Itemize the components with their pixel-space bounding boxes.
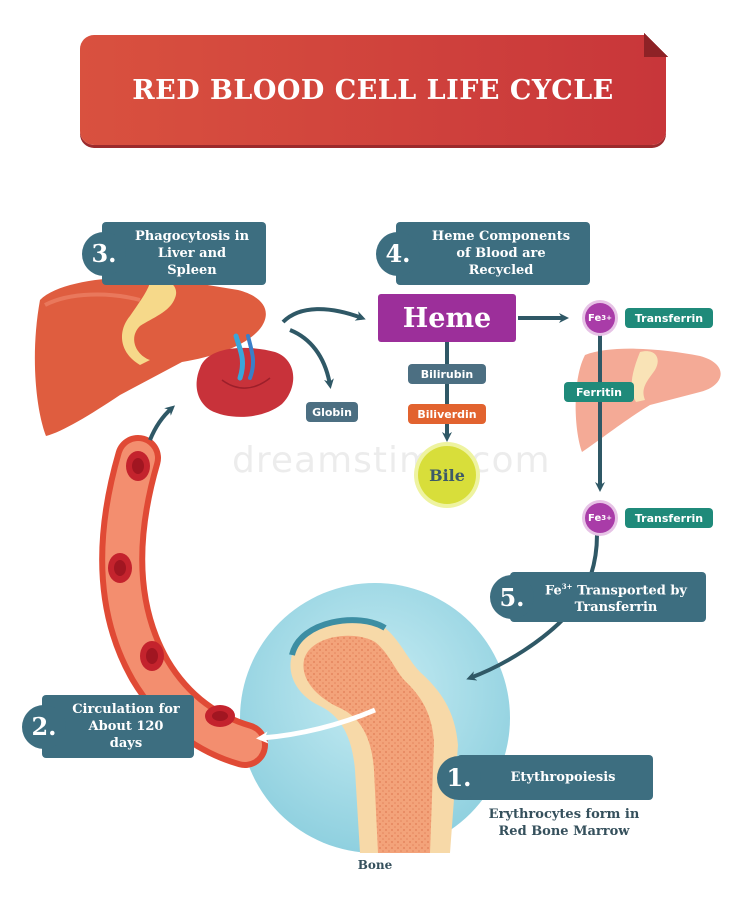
step-1: 1. Etythropoiesis (437, 755, 653, 800)
step-label-fe-charge: 3+ (561, 582, 573, 591)
step-number: 2. (22, 704, 66, 749)
bone-caption: Bone (357, 858, 393, 872)
step-3: 3. Phagocytosis in Liver and Spleen (82, 222, 266, 285)
red-blood-cell (108, 553, 132, 583)
biliverdin-tag: Biliverdin (408, 404, 486, 424)
arrow-vessel-to-spleen (148, 405, 176, 441)
arrow-bone-to-vessel (256, 707, 376, 744)
red-blood-cell (126, 451, 150, 481)
transferrin-tag-bottom: Transferrin (625, 508, 713, 528)
bone-illustration (240, 583, 510, 853)
erythrocytes-caption: Erythrocytes form in Red Bone Marrow (488, 807, 640, 839)
step-label: Fe3+ Transported by Transferrin (510, 572, 706, 623)
liver-illustration (34, 277, 266, 436)
bilirubin-tag: Bilirubin (408, 364, 486, 384)
step-number: 5. (490, 575, 534, 620)
step-label-rest: Transported by Transferrin (572, 583, 687, 616)
step-number: 4. (376, 231, 420, 276)
red-blood-cell (205, 705, 235, 727)
banner-fold (644, 33, 668, 57)
step-label-fe: Fe (545, 583, 562, 599)
transferrin-tag-top: Transferrin (625, 308, 713, 328)
bile-node: Bile (418, 446, 476, 504)
globin-tag: Globin (306, 402, 358, 422)
step-label: Heme Components of Blood are Recycled (396, 222, 590, 285)
step-number: 1. (437, 755, 481, 800)
blood-vessel-illustration (99, 435, 268, 768)
fe-symbol: Fe (588, 312, 602, 324)
arrow-liver-to-globin (289, 328, 334, 389)
arrow-liver-to-heme (281, 307, 366, 324)
ferritin-tag: Ferritin (564, 382, 634, 402)
red-blood-cell (140, 641, 164, 671)
fe-charge: 3+ (601, 514, 612, 522)
step-label: Etythropoiesis (457, 755, 653, 800)
small-liver-illustration (575, 348, 721, 452)
watermark: dreamstime.com (232, 440, 551, 481)
title-banner: RED BLOOD CELL LIFE CYCLE (80, 33, 668, 145)
step-number: 3. (82, 231, 126, 276)
step-2: 2. Circulation for About 120 days (22, 695, 194, 758)
step-5: 5. Fe3+ Transported by Transferrin (490, 572, 706, 623)
step-4: 4. Heme Components of Blood are Recycled (376, 222, 590, 285)
fe-symbol: Fe (588, 512, 602, 524)
step-label: Circulation for About 120 days (42, 695, 194, 758)
heme-box: Heme (378, 294, 516, 342)
step-label: Phagocytosis in Liver and Spleen (102, 222, 266, 285)
page-title: RED BLOOD CELL LIFE CYCLE (132, 74, 614, 106)
spleen-illustration (196, 333, 294, 417)
fe-charge: 3+ (601, 314, 612, 322)
